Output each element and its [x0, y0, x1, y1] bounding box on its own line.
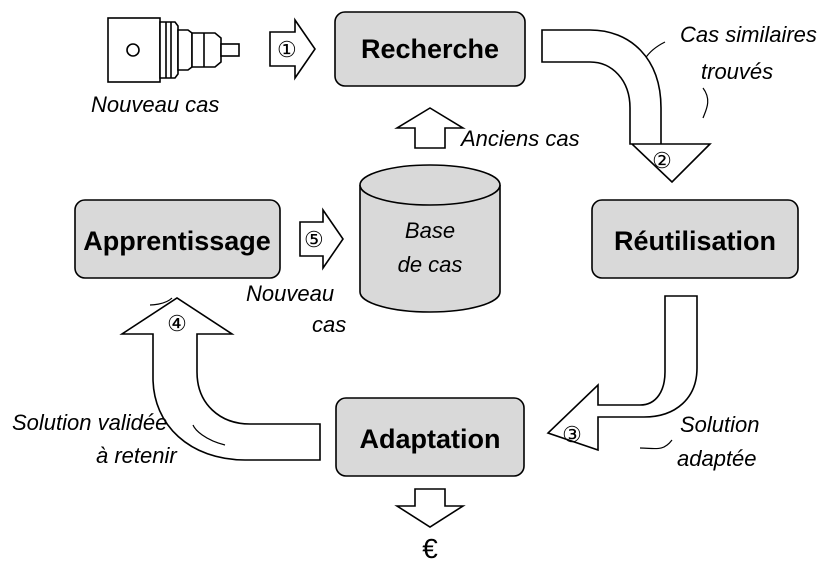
recherche-box — [334, 11, 526, 87]
step-3-number: ③ — [562, 422, 582, 447]
arrow-1 — [269, 17, 316, 81]
arrow-4 — [119, 297, 321, 461]
arrow-5 — [299, 207, 344, 271]
euro-symbol: € — [422, 533, 438, 562]
callout-line-adapted — [639, 439, 673, 450]
apprentissage-label: Apprentissage — [83, 226, 271, 256]
new-case-label-top: Nouveau cas — [91, 92, 219, 117]
old-cases-label: Anciens cas — [459, 126, 580, 151]
apprentissage-box — [74, 199, 281, 279]
arrow-down-euro — [394, 488, 466, 528]
adapted-solution-label-1: Solution — [680, 412, 760, 437]
case-base-cylinder — [359, 164, 501, 313]
callout-line-new-case — [149, 297, 173, 306]
case-base-label-2: de cas — [398, 252, 463, 277]
step-4-number: ④ — [167, 311, 187, 336]
similar-cases-label-2: trouvés — [701, 59, 773, 84]
new-case-label-bottom-2: cas — [312, 312, 346, 337]
recherche-label: Recherche — [361, 34, 499, 64]
adapted-solution-label-2: adaptée — [677, 446, 757, 471]
similar-cases-label-1: Cas similaires — [680, 22, 817, 47]
arrow-old-cases — [394, 107, 466, 149]
new-case-label-bottom-1: Nouveau — [246, 281, 334, 306]
step-1-number: ① — [277, 37, 297, 62]
case-base-label-1: Base — [405, 218, 455, 243]
arrow-2 — [541, 29, 712, 184]
arrow-3 — [546, 295, 698, 452]
validated-solution-label-1: Solution validée — [12, 410, 167, 435]
reutilisation-box — [591, 199, 799, 279]
reutilisation-label: Réutilisation — [614, 226, 776, 256]
validated-solution-label-2: à retenir — [96, 443, 178, 468]
mechanical-part-icon — [107, 17, 240, 83]
adaptation-box — [335, 397, 525, 477]
callout-line-trouves — [702, 87, 709, 119]
callout-line-validated — [192, 424, 226, 446]
step-5-number: ⑤ — [304, 227, 324, 252]
step-2-number: ② — [652, 148, 672, 173]
adaptation-label: Adaptation — [360, 424, 501, 454]
